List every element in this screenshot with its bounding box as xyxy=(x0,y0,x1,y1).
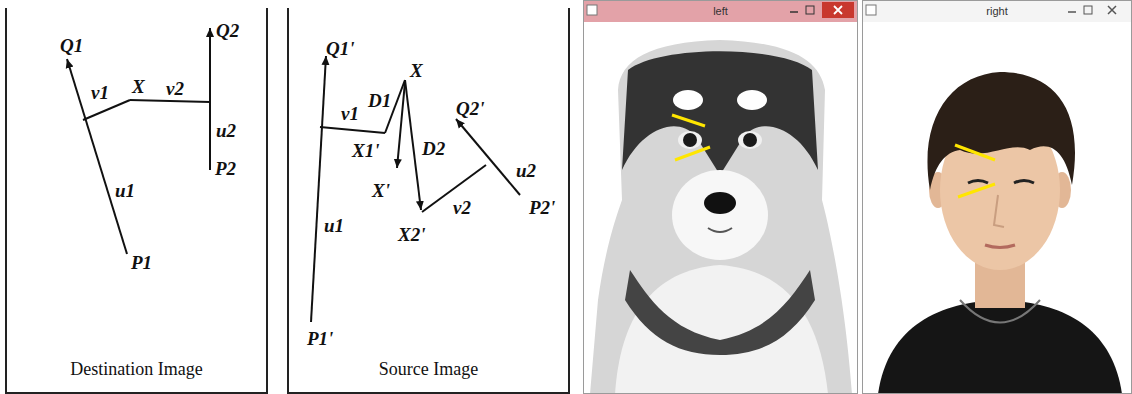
hair xyxy=(927,72,1075,190)
window-client xyxy=(862,0,1132,394)
left-window-art xyxy=(583,0,858,394)
dog-eye-patch xyxy=(678,131,702,149)
point-label: P2' xyxy=(529,198,555,217)
feature-line xyxy=(675,147,710,160)
dog-eye xyxy=(683,133,697,147)
point-label: u1 xyxy=(324,216,344,235)
line-v1 xyxy=(83,100,130,120)
dog-brow xyxy=(737,90,767,110)
dog-hood xyxy=(622,51,818,175)
close-button xyxy=(822,2,854,18)
feature-line xyxy=(672,115,705,126)
dog-body xyxy=(590,40,852,394)
window-title: left xyxy=(713,5,728,18)
minimize-button xyxy=(790,11,798,13)
dog-brow xyxy=(673,90,703,110)
source-lines xyxy=(311,56,520,322)
right-window-art xyxy=(862,0,1132,394)
point-label: X1' xyxy=(352,141,379,160)
line-p1q1-src xyxy=(311,56,326,322)
nose xyxy=(994,195,1004,227)
feature-line xyxy=(958,184,995,197)
point-label: v1 xyxy=(341,104,359,123)
destination-lines xyxy=(67,28,210,254)
point-label: X xyxy=(132,77,145,96)
dog-eye xyxy=(743,133,757,147)
line-d2 xyxy=(405,80,421,210)
point-label: X xyxy=(410,61,423,80)
window-icon xyxy=(587,5,597,15)
point-label: P1' xyxy=(307,329,333,348)
point-label: Q2 xyxy=(216,21,239,40)
point-label: Q1 xyxy=(60,36,83,55)
panel-caption: Source Image xyxy=(379,360,478,380)
window-icon xyxy=(866,5,876,15)
app-window: right xyxy=(862,0,1132,394)
point-label: X2' xyxy=(398,225,425,244)
close-cross xyxy=(834,6,842,14)
feature-line xyxy=(955,145,995,160)
window-title: right xyxy=(986,5,1007,18)
arrow-x-prime xyxy=(397,82,405,168)
dog-chest xyxy=(615,265,828,394)
eye xyxy=(1014,181,1034,184)
line-v1-src xyxy=(320,127,385,133)
point-label: D1 xyxy=(368,91,391,110)
dog-eye-patch xyxy=(738,131,762,149)
point-label: P2 xyxy=(215,159,236,178)
close-cross xyxy=(1108,6,1116,14)
point-label: v2 xyxy=(166,79,184,98)
dog-muzzle xyxy=(672,170,768,260)
point-label: D2 xyxy=(422,139,445,158)
line-v2 xyxy=(130,100,210,102)
point-label: u2 xyxy=(216,121,236,140)
line-p2q2-src xyxy=(456,119,520,195)
minimize-button xyxy=(1068,11,1076,13)
point-label: Q1' xyxy=(326,39,355,58)
line-p2q2 xyxy=(209,28,211,170)
dog-nose xyxy=(704,192,736,214)
mouth xyxy=(985,245,1015,248)
dog-mouth xyxy=(708,228,732,232)
dog-collar-fur xyxy=(625,270,815,355)
point-label: v2 xyxy=(453,198,471,217)
title-bar xyxy=(583,0,858,22)
point-label: u1 xyxy=(115,181,135,200)
point-label: Q2' xyxy=(456,99,485,118)
maximize-button xyxy=(806,6,814,14)
line-p1q1 xyxy=(67,59,127,254)
point-label: X' xyxy=(372,181,390,200)
point-label: v1 xyxy=(91,83,109,102)
image-panel: Destination Image xyxy=(5,8,268,394)
window-client xyxy=(583,0,858,394)
panel-caption: Destination Image xyxy=(70,360,202,380)
point-label: u2 xyxy=(516,161,536,180)
necklace xyxy=(960,300,1040,323)
point-label: P1 xyxy=(131,253,152,272)
title-bar xyxy=(862,0,1132,22)
shirt xyxy=(878,300,1122,394)
maximize-button xyxy=(1084,6,1092,14)
eye xyxy=(968,181,988,184)
app-window: left xyxy=(583,0,858,394)
